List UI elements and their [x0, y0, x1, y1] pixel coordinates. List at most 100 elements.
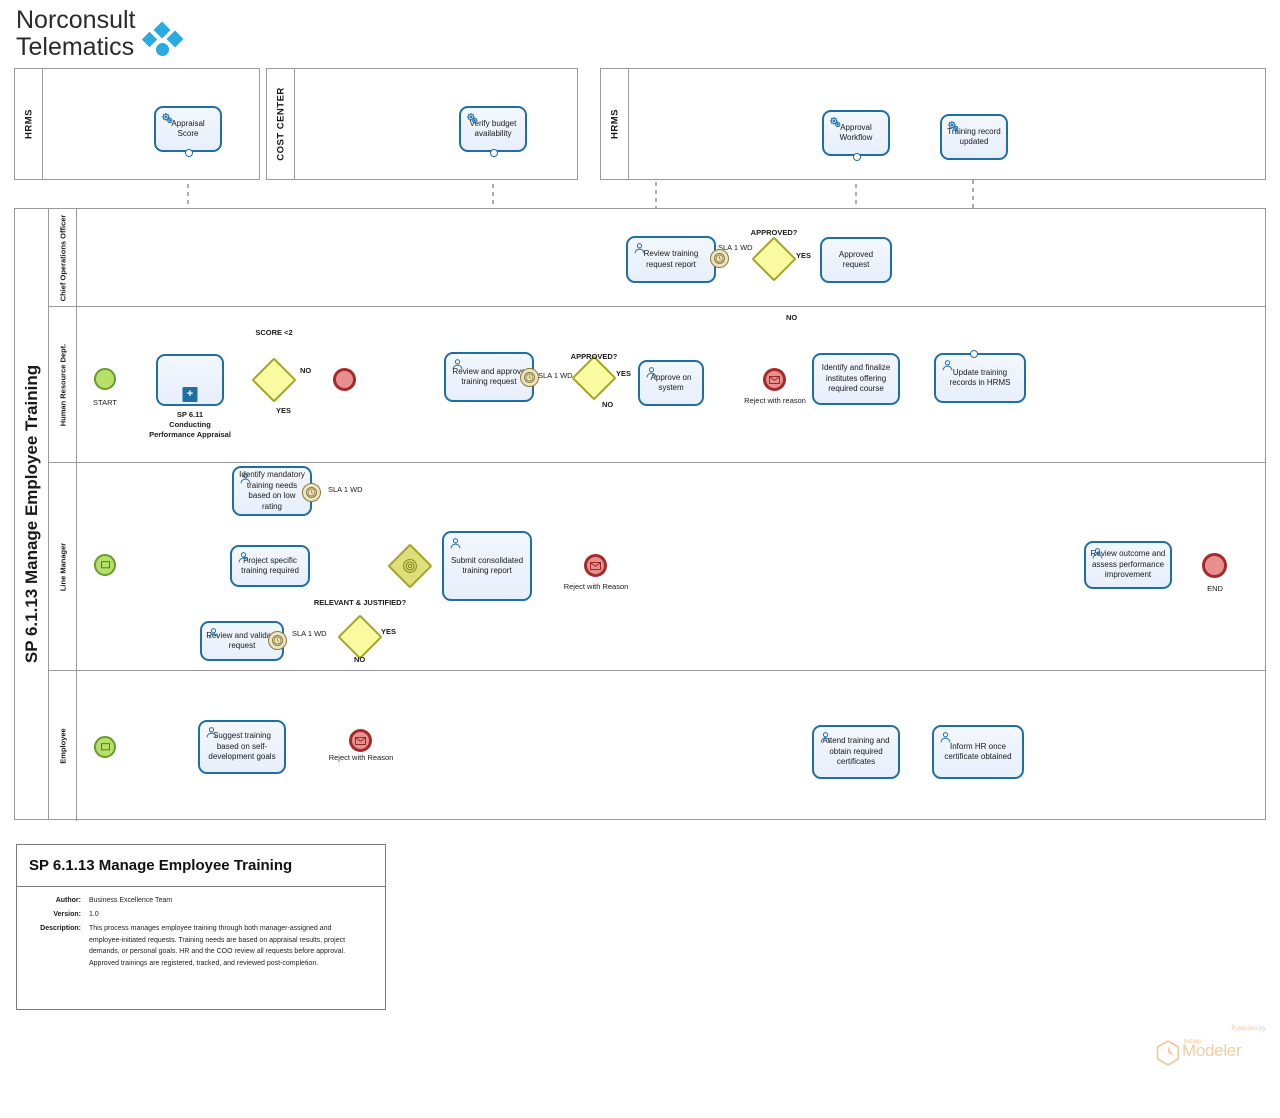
pool-hrms-top-header: HRMS	[15, 69, 43, 179]
task-review-training-request-report[interactable]: Review training request report	[626, 236, 716, 283]
user-task-icon	[238, 552, 249, 563]
pool-hrms-right-header: HRMS	[601, 69, 629, 179]
logo-line2: Telematics	[16, 33, 135, 61]
process-info-box: SP 6.1.13 Manage Employee Training Autho…	[16, 844, 386, 1010]
end-event-reject-employee-label: Reject with Reason	[328, 753, 394, 762]
task-training-record-updated-label: Training record updated	[947, 126, 1001, 147]
task-approve-on-system-label: Approve on system	[650, 372, 692, 393]
gateway-approved-hr[interactable]	[571, 355, 617, 401]
envelope-icon	[769, 375, 780, 384]
main-pool-title: SP 6.1.13 Manage Employee Training	[21, 364, 41, 664]
gateway-approved-hr-label: APPROVED?	[570, 352, 618, 361]
task-update-training-records-label: Update training records in HRMS	[949, 367, 1011, 388]
task-verify-budget-availability-label: Verify budget availability	[469, 118, 517, 139]
task-verify-budget-availability[interactable]: Verify budget availability	[459, 106, 527, 152]
task-update-training-records-hrms[interactable]: Update training records in HRMS	[934, 353, 1026, 403]
pool-hrms-right: HRMS	[600, 68, 1266, 180]
flow-label-sla-validate: SLA 1 WD	[292, 629, 327, 638]
gateway-score-lt2-label: SCORE <2	[255, 328, 293, 337]
boundary-timer-event-review-report[interactable]	[710, 249, 729, 268]
lane-employee: Employee	[49, 671, 1265, 821]
task-attend-training-label: Attend training and obtain required cert…	[822, 736, 890, 767]
pool-hrms-right-label: HRMS	[609, 109, 620, 139]
subprocess-expand-plus-icon[interactable]: +	[182, 387, 198, 402]
task-submit-consolidated-label: Submit consolidated training report	[450, 555, 524, 576]
start-event-employee[interactable]	[94, 736, 116, 758]
info-author-value: Business Excellence Team	[89, 897, 173, 904]
task-identify-mandatory-training-needs[interactable]: Identify mandatory training needs based …	[232, 466, 312, 516]
start-event-hr[interactable]	[94, 368, 116, 390]
gateway-score-lt2[interactable]	[251, 357, 297, 403]
task-review-and-approve-training-request[interactable]: Review and approve training request	[444, 352, 534, 402]
task-project-specific-label: Project specific training required	[241, 555, 299, 576]
lane-hr-label: Human Resource Dept.	[58, 343, 67, 426]
boundary-timer-event-review-approve[interactable]	[520, 368, 539, 387]
message-endpoint-approval-workflow	[853, 153, 861, 161]
flow-label-sla-mandatory: SLA 1 WD	[328, 485, 363, 494]
message-endpoint-appraisal-score	[185, 149, 193, 157]
end-event-reject-hr-label: Reject with reason	[744, 396, 806, 405]
task-identify-finalize-label: Identify and finalize institutes offerin…	[821, 363, 891, 394]
user-task-icon	[634, 243, 645, 254]
end-event-reject-with-reason-employee[interactable]	[349, 729, 372, 752]
gateway-parallel-join[interactable]	[387, 543, 433, 589]
user-task-icon	[206, 727, 217, 738]
user-task-icon	[450, 538, 461, 549]
task-project-specific-training-required[interactable]: Project specific training required	[230, 545, 310, 587]
boundary-timer-event-review-validate[interactable]	[268, 631, 287, 650]
task-identify-finalize-institutes[interactable]: Identify and finalize institutes offerin…	[812, 353, 900, 405]
gateway-relevant-justified[interactable]	[337, 614, 383, 660]
start-event-line-manager[interactable]	[94, 554, 116, 576]
lane-lm-header: Line Manager	[49, 463, 77, 670]
task-review-outcome-assess-performance[interactable]: Review outcome and assess performance im…	[1084, 541, 1172, 589]
info-version-key: Version:	[53, 911, 81, 918]
subprocess-sp611-conducting-performance-appraisal[interactable]: +	[156, 354, 224, 406]
end-event-reject-with-reason-hr[interactable]	[763, 368, 786, 391]
task-approved-request[interactable]: Approved request	[820, 237, 892, 283]
subprocess-sp611-label: SP 6.11 Conducting Performance Appraisal	[130, 410, 250, 440]
flow-label-no-lm: NO	[354, 655, 366, 664]
info-description-key: Description:	[40, 925, 81, 932]
task-inform-hr-label: Inform HR once certificate obtained	[944, 741, 1012, 762]
task-attend-training-obtain-certificates[interactable]: Attend training and obtain required cert…	[812, 725, 900, 779]
info-row-description: Description: This process manages employ…	[27, 923, 375, 969]
bizagi-modeler-badge: Powered by bizagi Modeler	[1150, 1026, 1270, 1070]
envelope-icon	[355, 736, 366, 745]
service-gear-icon	[830, 117, 841, 128]
flow-label-no-score: NO	[300, 366, 312, 375]
bizagi-powered-by: Powered by	[1231, 1026, 1266, 1032]
task-submit-consolidated-training-report[interactable]: Submit consolidated training report	[442, 531, 532, 601]
info-row-version: Version: 1.0	[27, 909, 375, 920]
user-task-icon	[452, 359, 463, 370]
lane-employee-label: Employee	[58, 728, 67, 764]
user-task-icon	[240, 473, 251, 484]
task-approval-workflow[interactable]: Approval Workflow	[822, 110, 890, 156]
lane-lm-label: Line Manager	[58, 542, 67, 591]
user-task-icon	[820, 732, 831, 743]
gateway-approved-coo-label: APPROVED?	[750, 228, 798, 237]
end-event-reject-with-reason-lm[interactable]	[584, 554, 607, 577]
task-suggest-training-self-development[interactable]: Suggest training based on self-developme…	[198, 720, 286, 774]
service-gear-icon	[162, 113, 173, 124]
lane-hr-header: Human Resource Dept.	[49, 307, 77, 462]
flow-label-no-hr: NO	[602, 400, 614, 409]
task-training-record-updated[interactable]: Training record updated	[940, 114, 1008, 160]
user-task-icon	[940, 732, 951, 743]
task-appraisal-score-label: Appraisal Score	[171, 118, 205, 139]
task-approve-on-system[interactable]: Approve on system	[638, 360, 704, 406]
end-event-final[interactable]	[1202, 553, 1227, 578]
end-event-reject-score[interactable]	[333, 368, 356, 391]
pool-cost-center: COST CENTER	[266, 68, 578, 180]
info-box-body: Author: Business Excellence Team Version…	[17, 887, 385, 969]
task-appraisal-score[interactable]: Appraisal Score	[154, 106, 222, 152]
gateway-approved-coo[interactable]	[751, 236, 797, 282]
bizagi-brand-small: bizagi	[1184, 1038, 1201, 1045]
service-gear-icon	[948, 121, 959, 132]
message-endpoint-update-training-records	[970, 350, 978, 358]
info-description-value: This process manages employee training t…	[89, 925, 346, 967]
pool-cost-center-label: COST CENTER	[275, 87, 286, 161]
task-review-and-approve-label: Review and approve training request	[452, 366, 526, 387]
sp611-line1: SP 6.11	[176, 410, 204, 419]
boundary-timer-event-identify-mandatory[interactable]	[302, 483, 321, 502]
task-inform-hr-certificate-obtained[interactable]: Inform HR once certificate obtained	[932, 725, 1024, 779]
